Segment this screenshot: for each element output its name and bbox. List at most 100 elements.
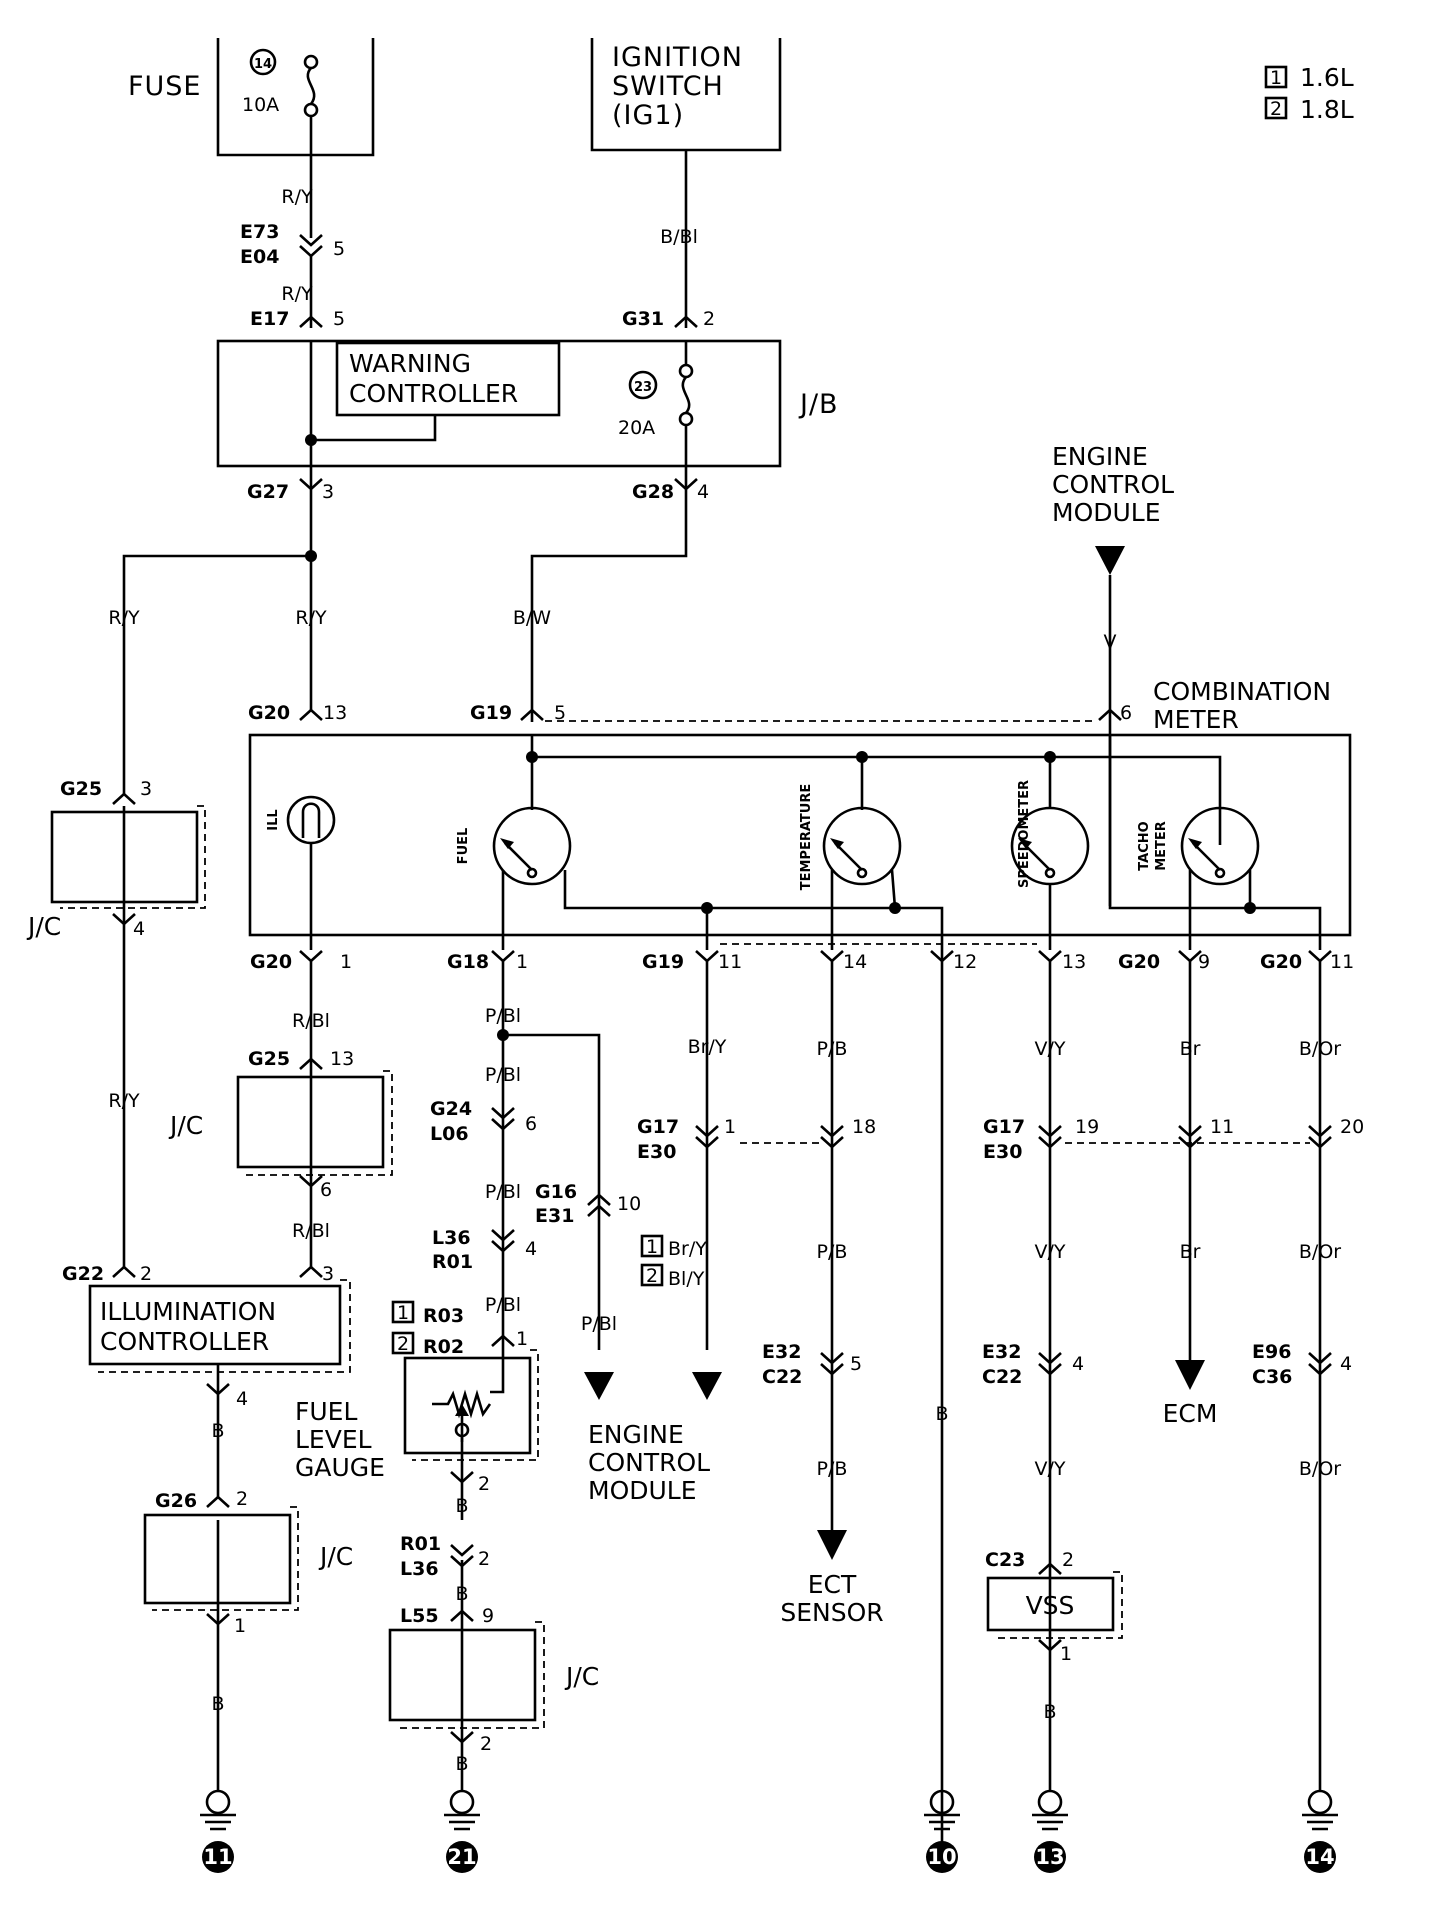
connector-g22-a bbox=[111, 1265, 137, 1279]
pin-3b: 3 bbox=[140, 778, 152, 800]
connector-g25-a-top bbox=[111, 792, 137, 806]
pin-11c: 11 bbox=[1210, 1116, 1234, 1138]
ignition-line2: SWITCH bbox=[612, 71, 724, 102]
ect-line2: SENSOR bbox=[780, 1598, 883, 1627]
connector-r01a: R01 bbox=[432, 1251, 473, 1273]
pin-1c: 1 bbox=[724, 1116, 736, 1138]
connector-r03: R03 bbox=[423, 1305, 464, 1327]
pin-5c: 5 bbox=[554, 702, 566, 724]
ecm-top-line1: ENGINE bbox=[1052, 442, 1148, 471]
pin-1b: 1 bbox=[516, 951, 528, 973]
wire-label-pbl5: P/Bl bbox=[581, 1313, 617, 1335]
wire-label-vy1: V/Y bbox=[1034, 1038, 1065, 1060]
wire-label-vy3: V/Y bbox=[1034, 1458, 1065, 1480]
connector-l06: L06 bbox=[430, 1123, 469, 1145]
pin-11b: 11 bbox=[1330, 951, 1354, 973]
connector-g20-top bbox=[298, 708, 324, 722]
temperature-label: TEMPERATURE bbox=[799, 784, 814, 890]
connector-g26-top bbox=[205, 1495, 231, 1509]
warning-line2: CONTROLLER bbox=[349, 379, 518, 408]
pin-12: 12 bbox=[953, 951, 977, 973]
pin-2c: 2 bbox=[478, 1473, 490, 1495]
alt-bry-num: 1 bbox=[646, 1236, 658, 1258]
pin-5b: 5 bbox=[333, 308, 345, 330]
ecm-mid-line2: CONTROL bbox=[588, 1448, 710, 1477]
connector-g17a: G17 bbox=[637, 1116, 679, 1138]
illum-line2: CONTROLLER bbox=[100, 1327, 269, 1356]
pin-4d: 4 bbox=[1072, 1353, 1084, 1375]
wire-label-ry3: R/Y bbox=[108, 607, 140, 629]
connector-g20-bottom-3 bbox=[1307, 949, 1333, 963]
connector-14 bbox=[819, 949, 845, 963]
pin-2e: 2 bbox=[478, 1548, 490, 1570]
warning-line1: WARNING bbox=[349, 349, 471, 378]
tacho-label2: METER bbox=[1154, 821, 1169, 871]
fuse-box: FUSE 14 10A bbox=[128, 38, 375, 157]
pin-14: 14 bbox=[843, 951, 867, 973]
fuse-number: 14 bbox=[254, 57, 272, 72]
pin-9: 9 bbox=[1198, 951, 1210, 973]
ecm-mid-arrow-2 bbox=[692, 1372, 722, 1400]
connector-e04: E04 bbox=[240, 246, 279, 268]
pin-11a: 11 bbox=[718, 951, 742, 973]
wire-label-br1: Br bbox=[1180, 1038, 1201, 1060]
wire-label-b3: B bbox=[455, 1495, 468, 1517]
pin-2b: 2 bbox=[140, 1263, 152, 1285]
connector-e31: E31 bbox=[535, 1205, 574, 1227]
wire-label-ry1: R/Y bbox=[281, 186, 313, 208]
connector-e30b: E30 bbox=[983, 1141, 1022, 1163]
wire-label-v: V bbox=[1104, 631, 1117, 653]
legend: 1 1.6L 2 1.8L bbox=[1264, 63, 1354, 124]
tacho-label1: TACHO bbox=[1137, 821, 1152, 870]
wire-label-pbl1: P/Bl bbox=[485, 1005, 521, 1027]
jb-label: J/B bbox=[798, 389, 839, 420]
ignition-switch: IGNITION SWITCH (IG1) bbox=[590, 38, 782, 152]
connector-e73-e04 bbox=[298, 233, 324, 258]
pin-6: 6 bbox=[1120, 702, 1132, 724]
wire-label-ry2: R/Y bbox=[281, 283, 313, 305]
connector-g18-label: G18 bbox=[447, 951, 489, 973]
pin-10: 10 bbox=[617, 1193, 641, 1215]
wire-label-pb2: P/B bbox=[817, 1241, 848, 1263]
pin-1a: 1 bbox=[340, 951, 352, 973]
legend-num-2: 2 bbox=[1270, 98, 1282, 120]
connector-e73: E73 bbox=[240, 221, 279, 243]
connector-g16-e31 bbox=[587, 1193, 611, 1217]
wire-label-bor2: B/Or bbox=[1299, 1241, 1341, 1263]
ground-10: 10 bbox=[924, 1789, 960, 1873]
connector-g25b: G25 bbox=[248, 1048, 290, 1070]
jc-label-a: J/C bbox=[26, 912, 61, 941]
fuel-label: FUEL bbox=[456, 828, 471, 865]
fuse-number-circle bbox=[249, 48, 277, 76]
ecm-right-label: ECM bbox=[1163, 1399, 1218, 1428]
fuel-gauge-line2: LEVEL bbox=[295, 1425, 372, 1454]
wire-label-vy2: V/Y bbox=[1034, 1241, 1065, 1263]
connector-g20d: G20 bbox=[1260, 951, 1302, 973]
pin-4e: 4 bbox=[1340, 1353, 1352, 1375]
wire-label-pb3: P/B bbox=[817, 1458, 848, 1480]
connector-g25a: G25 bbox=[60, 778, 102, 800]
wire-label-bw: B/W bbox=[513, 607, 551, 629]
wire-label-pbl2: P/Bl bbox=[485, 1064, 521, 1086]
alt-bry: Br/Y bbox=[668, 1238, 707, 1260]
fuel-sender-resistor-icon bbox=[432, 1389, 492, 1419]
ignition-line1: IGNITION bbox=[612, 42, 743, 73]
alt-bly-num: 2 bbox=[646, 1265, 658, 1287]
ground-icon bbox=[205, 1789, 231, 1815]
ground-14: 14 bbox=[1302, 1789, 1338, 1873]
pin-6b: 6 bbox=[320, 1179, 332, 1201]
connector-e96: E96 bbox=[1252, 1341, 1291, 1363]
legend-num-1: 1 bbox=[1270, 67, 1282, 89]
pin-4c: 4 bbox=[525, 1238, 537, 1260]
connector-l36b: L36 bbox=[400, 1558, 439, 1580]
pin-18: 18 bbox=[852, 1116, 876, 1138]
jb-fuse-rating: 20A bbox=[618, 417, 655, 439]
fuel-gauge-line3: GAUGE bbox=[295, 1453, 385, 1482]
ecm-top-line3: MODULE bbox=[1052, 498, 1161, 527]
connector-e30a: E30 bbox=[637, 1141, 676, 1163]
alt-bly: Bl/Y bbox=[668, 1268, 705, 1290]
connector-c22b: C22 bbox=[982, 1366, 1022, 1388]
vss-box bbox=[986, 1576, 1115, 1632]
ignition-line3: (IG1) bbox=[612, 100, 684, 131]
